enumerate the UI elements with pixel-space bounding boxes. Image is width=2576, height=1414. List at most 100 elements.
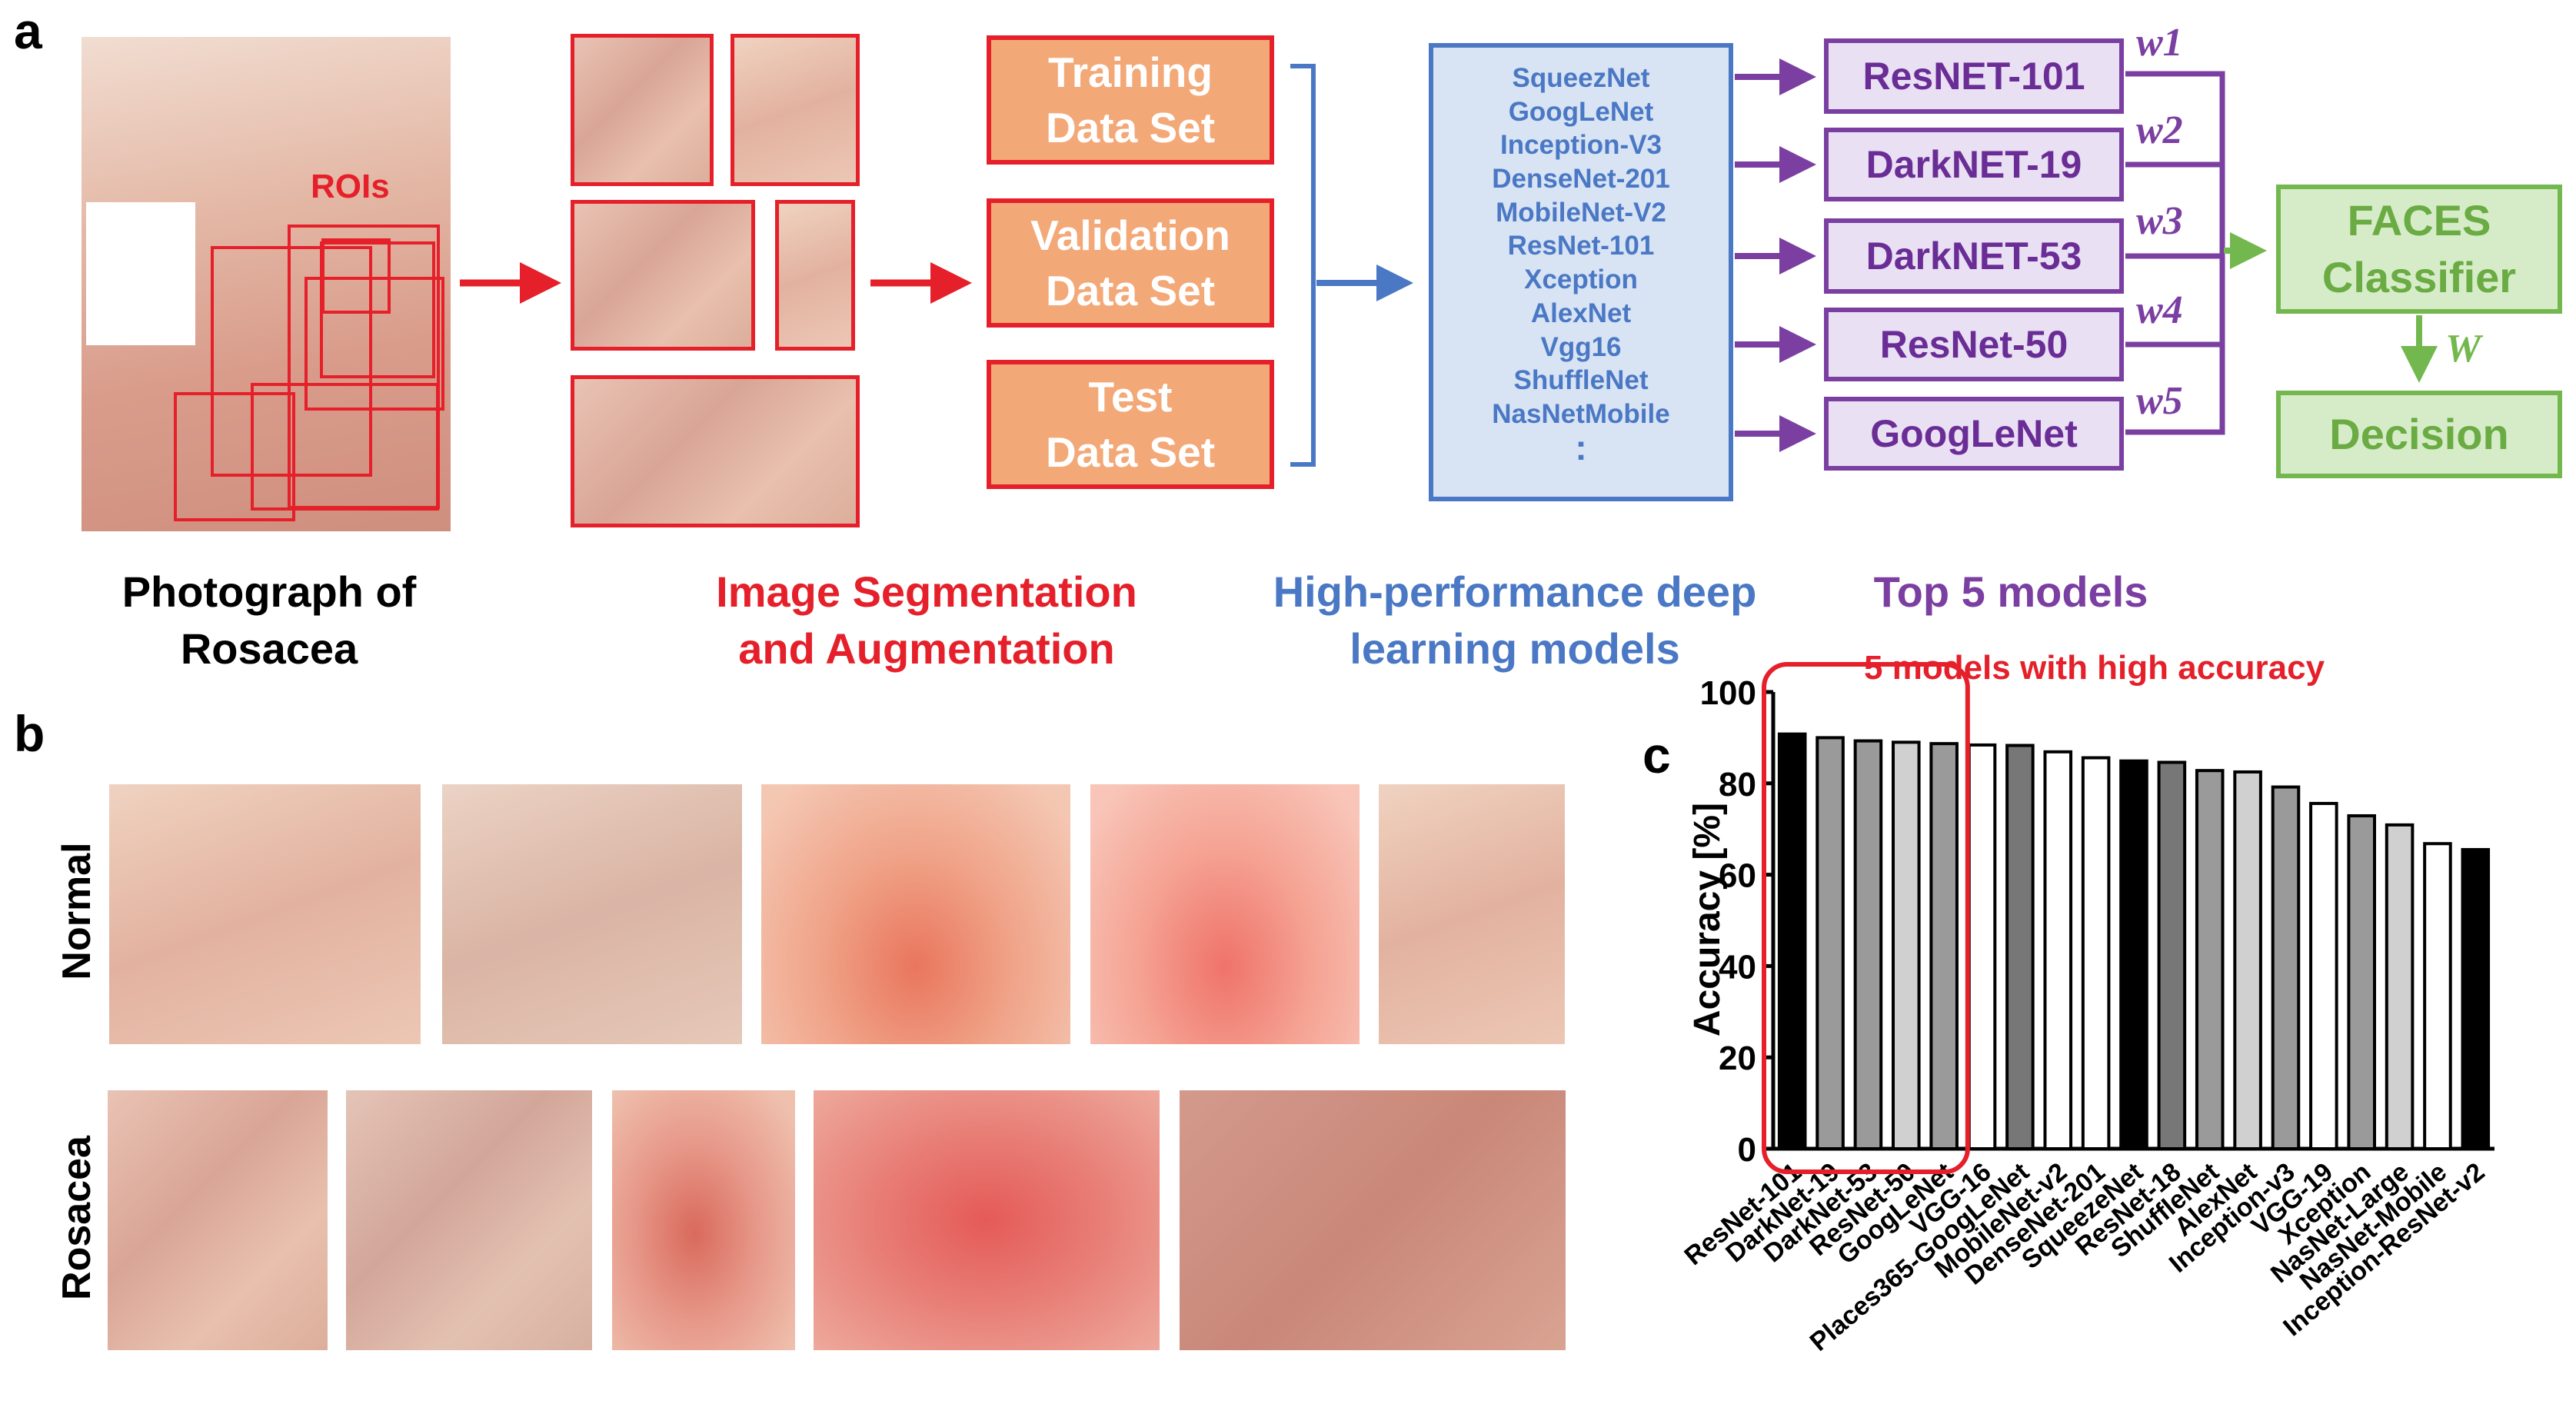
- y-tick-label: 20: [1719, 1040, 1756, 1077]
- panel-a-connectors: [460, 58, 2438, 467]
- caption-photograph-line2: Rosacea: [180, 624, 358, 673]
- top-model-merge-lines: [2125, 71, 2225, 435]
- caption-photograph: Photograph of Rosacea: [54, 564, 484, 677]
- faces-classifier-box: FACES Classifier: [2276, 185, 2562, 314]
- candidate-model: ResNet-101: [1507, 231, 1655, 261]
- weight-w1: w1: [2136, 21, 2183, 65]
- bar-resnet-18: [2157, 760, 2187, 1150]
- top-model-box-1: ResNET-101: [1824, 38, 2124, 114]
- weight-w3: w3: [2136, 199, 2183, 243]
- rosacea-skin-image-4: [814, 1090, 1160, 1350]
- roi-label: ROIs: [311, 168, 390, 205]
- redacted-eye-patch: [86, 202, 195, 345]
- rosacea-skin-image-1: [108, 1090, 328, 1350]
- y-tick-label: 60: [1719, 857, 1756, 895]
- caption-photograph-line1: Photograph of: [121, 567, 417, 616]
- bar-densenet-201: [2081, 756, 2111, 1150]
- segment-crop-1: [571, 34, 714, 186]
- training-line1: Training: [1048, 48, 1213, 96]
- classifier-line2: Classifier: [2321, 253, 2517, 301]
- bar-inception-v3: [2271, 785, 2301, 1150]
- caption-models-line1: High-performance deep: [1273, 567, 1757, 616]
- caption-models: High-performance deep learning models: [1215, 564, 1815, 677]
- candidate-models-box: SqueezNet GoogLeNet Inception-V3 DenseNe…: [1429, 43, 1733, 501]
- caption-segmentation: Image Segmentation and Augmentation: [631, 564, 1223, 677]
- classifier-line1: FACES: [2347, 196, 2491, 245]
- bar-inception-resnet-v2: [2461, 847, 2491, 1151]
- weight-w5: w5: [2136, 379, 2183, 423]
- bar-darknet-53: [1853, 739, 1883, 1150]
- decision-box: Decision: [2276, 391, 2562, 478]
- bar-squeezenet: [2119, 759, 2148, 1150]
- bar-googlenet: [1929, 742, 1959, 1150]
- bar-vgg-19: [2309, 801, 2338, 1151]
- panel-a-label: a: [14, 2, 42, 59]
- bar-vgg-16: [1967, 743, 1997, 1150]
- bar-mobilenet-v2: [2043, 750, 2073, 1150]
- test-line1: Test: [1088, 373, 1173, 421]
- y-axis-title: Accuracy [%]: [1687, 803, 1728, 1036]
- validation-line1: Validation: [1030, 211, 1230, 259]
- segment-crop-3: [571, 200, 755, 351]
- normal-skin-image-1: [109, 784, 421, 1044]
- high-accuracy-annotation: 5 models with high accuracy: [1864, 649, 2325, 687]
- panel-b-label: b: [14, 705, 45, 762]
- normal-skin-image-4: [1090, 784, 1360, 1044]
- candidate-model: Xception: [1524, 265, 1638, 295]
- top-model-box-3: DarkNET-53: [1824, 218, 2124, 294]
- candidate-model: Vgg16: [1540, 331, 1622, 362]
- test-line2: Data Set: [1045, 428, 1216, 476]
- bar-resnet-50: [1892, 740, 1921, 1150]
- top-model-box-5: GoogLeNet: [1824, 397, 2124, 471]
- candidate-model: Inception-V3: [1499, 130, 1662, 161]
- roi-box-5: [211, 246, 372, 477]
- bar-alexnet: [2233, 770, 2262, 1150]
- candidate-model: ShuffleNet: [1513, 365, 1649, 396]
- segment-crop-5: [571, 375, 860, 527]
- candidate-model: NasNetMobile: [1492, 398, 1670, 429]
- candidate-model: AlexNet: [1530, 298, 1632, 328]
- weight-w2: w2: [2136, 108, 2183, 152]
- candidate-model: SqueezNet: [1512, 63, 1650, 93]
- segment-crop-4: [775, 200, 855, 351]
- caption-segmentation-line1: Image Segmentation: [716, 567, 1137, 616]
- high-accuracy-highlight-box: [1762, 662, 1970, 1174]
- bar-nasnet-mobile: [2423, 842, 2452, 1150]
- candidate-model: MobileNet-V2: [1496, 197, 1666, 228]
- normal-skin-image-2: [442, 784, 742, 1044]
- caption-top5: Top 5 models: [1873, 567, 2148, 616]
- rosacea-skin-image-5: [1180, 1090, 1566, 1350]
- y-tick-label: 80: [1719, 766, 1756, 803]
- roi-box-6: [174, 392, 295, 521]
- validation-line2: Data Set: [1045, 267, 1216, 314]
- normal-skin-image-3: [761, 784, 1070, 1044]
- bar-shufflenet: [2195, 769, 2225, 1151]
- panel-c-label: c: [1642, 727, 1671, 784]
- candidate-model: DenseNet-201: [1492, 164, 1670, 195]
- bar-xception: [2347, 813, 2376, 1150]
- y-tick-label: 40: [1719, 948, 1756, 986]
- weight-w4: w4: [2136, 288, 2183, 332]
- caption-segmentation-line2: and Augmentation: [738, 624, 1115, 673]
- roi-box-4: [305, 277, 444, 411]
- caption-models-line2: learning models: [1350, 624, 1680, 673]
- top-model-box-2: DarkNET-19: [1824, 128, 2124, 201]
- rosacea-skin-image-3: [612, 1090, 795, 1350]
- bar-darknet-19: [1816, 736, 1845, 1150]
- candidate-model: GoogLeNet: [1508, 96, 1654, 127]
- y-tick-label: 100: [1700, 674, 1756, 712]
- decision-weight-label: W: [2445, 327, 2481, 371]
- roi-box-3: [321, 238, 391, 314]
- segment-crop-2: [731, 34, 860, 186]
- rosacea-photograph: [82, 37, 451, 531]
- training-line2: Data Set: [1045, 104, 1216, 151]
- dataset-bracket: [1290, 64, 1316, 467]
- top-model-box-4: ResNet-50: [1824, 308, 2124, 381]
- normal-skin-image-5: [1379, 784, 1565, 1044]
- bar-nasnet-large: [2385, 823, 2415, 1150]
- y-tick-label: 0: [1738, 1131, 1756, 1169]
- candidate-model-ellipsis: :: [1575, 427, 1587, 467]
